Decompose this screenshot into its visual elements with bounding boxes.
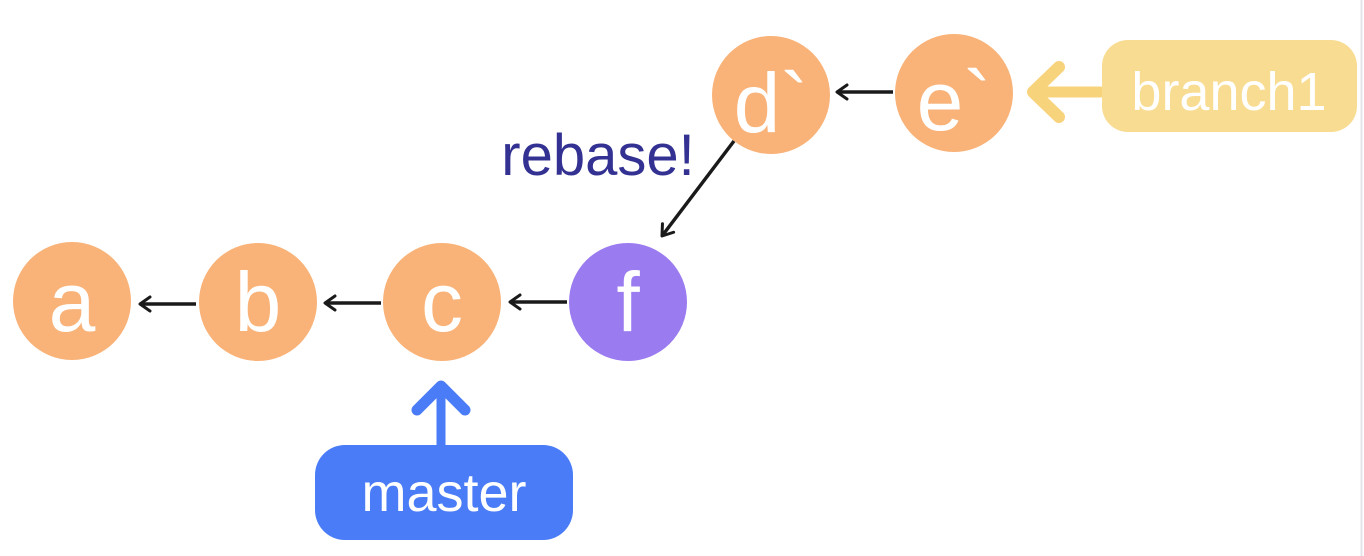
branch1-label-box xyxy=(1102,40,1357,132)
commit-edges xyxy=(138,83,893,313)
commit-label-f: f xyxy=(616,255,640,349)
commit-label-e-prime: e` xyxy=(917,54,992,148)
branch1-pointer: branch1 xyxy=(1027,40,1357,132)
master-label-text: master xyxy=(361,463,526,523)
commit-circle-e-prime xyxy=(895,34,1013,152)
commit-node-d-prime: d` xyxy=(712,36,830,154)
edge-dprime-to-f xyxy=(660,139,736,238)
commit-circle-b xyxy=(199,243,317,361)
commit-node-f: f xyxy=(569,243,687,361)
branch1-arrow-head xyxy=(1027,61,1065,123)
commit-node-b: b xyxy=(199,243,317,361)
commit-label-d-prime: d` xyxy=(734,56,809,150)
commit-circle-f xyxy=(569,243,687,361)
rebase-annotation: rebase! xyxy=(501,123,694,188)
commit-circle-c xyxy=(383,243,501,361)
commit-node-c: c xyxy=(383,243,501,361)
commit-label-c: c xyxy=(421,255,463,349)
commit-label-a: a xyxy=(49,255,96,349)
commit-label-b: b xyxy=(235,255,282,349)
commit-circle-d-prime xyxy=(712,36,830,154)
master-label-box xyxy=(315,445,573,540)
branch1-label-text: branch1 xyxy=(1131,62,1326,122)
commit-node-e-prime: e` xyxy=(895,34,1013,152)
commit-node-a: a xyxy=(13,242,131,360)
master-branch-pointer: master xyxy=(315,380,573,540)
commit-circle-a xyxy=(13,242,131,360)
master-arrow-head xyxy=(411,380,471,416)
